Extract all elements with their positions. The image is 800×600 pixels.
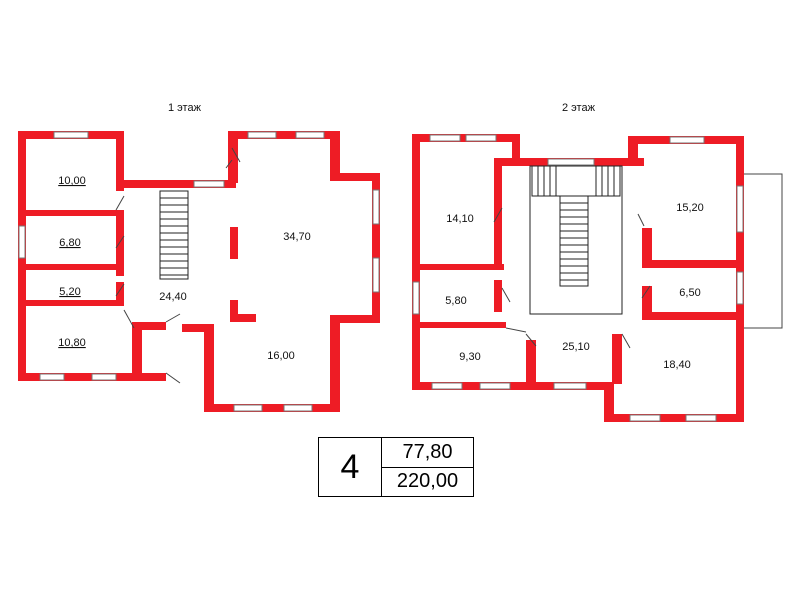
floor-1-label: 1 этаж — [168, 102, 202, 114]
floor-2-stairs — [529, 165, 623, 315]
room-area: 15,20 — [676, 202, 704, 214]
room-area: 25,10 — [562, 341, 590, 353]
area-top: 77,80 — [402, 440, 453, 463]
room-area: 5,80 — [445, 295, 466, 307]
floor-1-plan: 1 этаж — [18, 102, 380, 412]
room-area: 24,40 — [159, 291, 187, 303]
room-area: 10,80 — [58, 337, 86, 349]
floor-2-plan: 2 этаж — [412, 102, 783, 422]
room-area: 6,50 — [679, 287, 700, 299]
apartment-number: 4 — [319, 438, 382, 496]
room-area: 14,10 — [446, 213, 474, 225]
room-area: 34,70 — [283, 231, 311, 243]
area-bottom: 220,00 — [382, 466, 473, 497]
summary-box: 4 77,80 220,00 — [318, 437, 474, 497]
room-area: 16,00 — [267, 350, 295, 362]
balcony-outline — [744, 173, 783, 329]
floor-1-room-areas: 10,00 6,80 5,20 10,80 24,40 34,70 16,00 — [58, 175, 311, 362]
floor-1-walls — [18, 131, 380, 412]
floor-1-stairs — [159, 190, 189, 280]
floor-1-doors — [115, 147, 241, 384]
floor-2-walls — [412, 134, 744, 422]
floor-2-room-areas: 14,10 5,80 9,30 25,10 15,20 6,50 18,40 — [445, 202, 703, 371]
room-area: 18,40 — [663, 359, 691, 371]
floor-2-windows — [412, 134, 744, 422]
room-area: 5,20 — [59, 286, 80, 298]
floor-2-label: 2 этаж — [562, 102, 596, 114]
floor-1-windows — [18, 131, 380, 412]
room-area: 9,30 — [459, 351, 480, 363]
summary-values: 77,80 220,00 — [382, 438, 473, 496]
room-area: 6,80 — [59, 237, 80, 249]
room-area: 10,00 — [58, 175, 86, 187]
floor-2-doors — [493, 207, 651, 349]
